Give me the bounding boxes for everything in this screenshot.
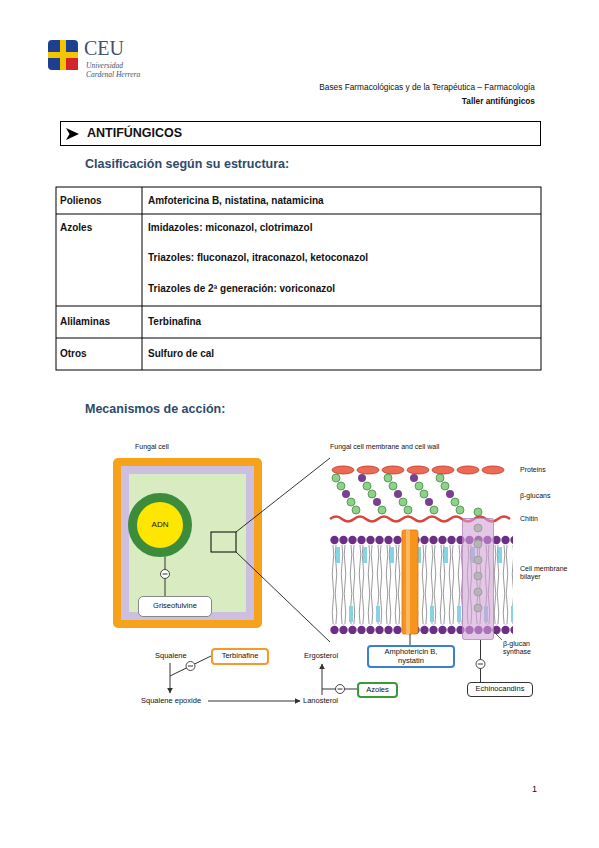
table-cell: Triazoles de 2ª generación: voriconazol (148, 283, 335, 295)
glucan-unit (474, 508, 482, 516)
table-cell: Imidazoles: miconazol, clotrimazol (148, 222, 312, 234)
section-heading: Clasificación según su estructura: (85, 157, 289, 171)
drug-box: Terbinafine (211, 648, 269, 665)
dna-nucleus: ADN (128, 493, 192, 557)
section-heading: Mecanismos de acción: (85, 402, 225, 416)
node-label: β-glucan synthase (503, 640, 555, 656)
logo-subtitle: Cardenal Herrera (86, 71, 140, 80)
metabolite-name: Ergosterol (304, 652, 338, 661)
inhibition-symbol (338, 689, 343, 690)
table-cell: Alilaminas (60, 316, 110, 328)
protein (407, 466, 429, 474)
inhibition-symbol (161, 570, 170, 579)
part-name: β-glucans (520, 492, 551, 500)
node-label: Azoles (366, 686, 389, 695)
node-label: Griseofulvine (153, 602, 197, 611)
part-name: Chitin (520, 515, 538, 523)
glucan-chain (436, 474, 464, 514)
inhibition-symbol (186, 662, 195, 671)
table-cell: Sulfuro de cal (148, 348, 214, 360)
zoom-line (236, 552, 330, 642)
table-grid (56, 187, 541, 370)
inhibition-line (322, 689, 357, 690)
inhibition-line (165, 557, 166, 596)
table-rule (56, 214, 541, 215)
pathway-arrow (322, 664, 323, 695)
table-cell: Polienos (60, 195, 102, 207)
part-name: Cell membrane bilayer (520, 565, 572, 581)
glucan-chain (384, 474, 412, 514)
pathway-arrow (208, 701, 300, 702)
node-label: ADN (152, 520, 169, 529)
glucan-chain (332, 474, 360, 514)
logo-subtitle: Universidad (86, 62, 123, 71)
inhibition-symbol (163, 574, 168, 575)
metabolite-name: Lanosterol (303, 697, 338, 706)
part-name: Proteins (520, 466, 546, 474)
logo-emblem (48, 40, 78, 70)
logo-emblem (48, 40, 78, 70)
metabolite-name: Squalene (155, 652, 187, 661)
page-title: ANTIFÚNGICOS (60, 121, 541, 146)
fungal-cell: Fungal cellADNGriseofulvine (113, 458, 262, 628)
drug-box: Echinocandins (467, 682, 533, 697)
inhibition-line (480, 640, 481, 682)
protein (457, 466, 479, 474)
table-rule (56, 338, 541, 339)
protein (332, 466, 354, 474)
protein (432, 466, 454, 474)
leader-line (410, 634, 411, 645)
drug-box: Griseofulvine (138, 596, 212, 617)
table-border (56, 187, 541, 370)
glucan-chain (358, 474, 386, 514)
table-cell: Triazoles: fluconazol, itraconazol, keto… (148, 252, 368, 264)
inhibition-symbol (336, 685, 345, 694)
metabolite-name: Squalene epoxide (141, 697, 201, 706)
inhibition-symbol (476, 660, 485, 669)
node-label: Amphotericin B, nystatin (376, 648, 446, 665)
membrane-panel (330, 466, 513, 645)
amphotericin-pore (406, 530, 410, 634)
node-label: Echinocandins (476, 685, 525, 694)
logo-emblem (66, 58, 78, 70)
page-number: 1 (532, 784, 537, 794)
running-header: Bases Farmacológicas y de la Terapéutica… (319, 83, 535, 93)
glucan-chain (410, 474, 438, 514)
inhibition-symbol (476, 660, 485, 669)
drug-box: Azoles (357, 682, 398, 698)
logo-emblem (48, 52, 78, 58)
protein (357, 466, 379, 474)
node-label: Terbinafine (222, 652, 259, 661)
enzyme-complex: β-glucan synthase (462, 518, 494, 640)
node-label: Fungal cell (135, 443, 169, 451)
table-cell: Azoles (60, 222, 92, 234)
leader-line (494, 632, 502, 640)
table-cell: Terbinafina (148, 316, 201, 328)
table-cell: Amfotericina B, nistatina, natamicina (148, 195, 324, 207)
inhibition-symbol (186, 662, 195, 671)
logo-wordmark: CEU (84, 37, 124, 60)
inhibition-symbol (478, 664, 483, 665)
bullet-arrow (66, 128, 79, 140)
protein (482, 466, 504, 474)
panel-title: Fungal cell membrane and cell wall (330, 443, 439, 451)
amphotericin-pore (402, 530, 418, 634)
pathway-arrow (170, 663, 171, 693)
protein (382, 466, 404, 474)
drug-box: Amphotericin B, nystatin (367, 645, 455, 668)
zoom-frame (211, 532, 236, 552)
table-rule (56, 306, 541, 307)
zoom-line (236, 458, 330, 532)
running-header: Taller antifúngicos (462, 97, 535, 107)
inhibition-symbol (336, 685, 345, 694)
table-cell: Otros (60, 348, 87, 360)
inhibition-symbol (188, 666, 193, 667)
inhibition-symbol (161, 570, 170, 579)
